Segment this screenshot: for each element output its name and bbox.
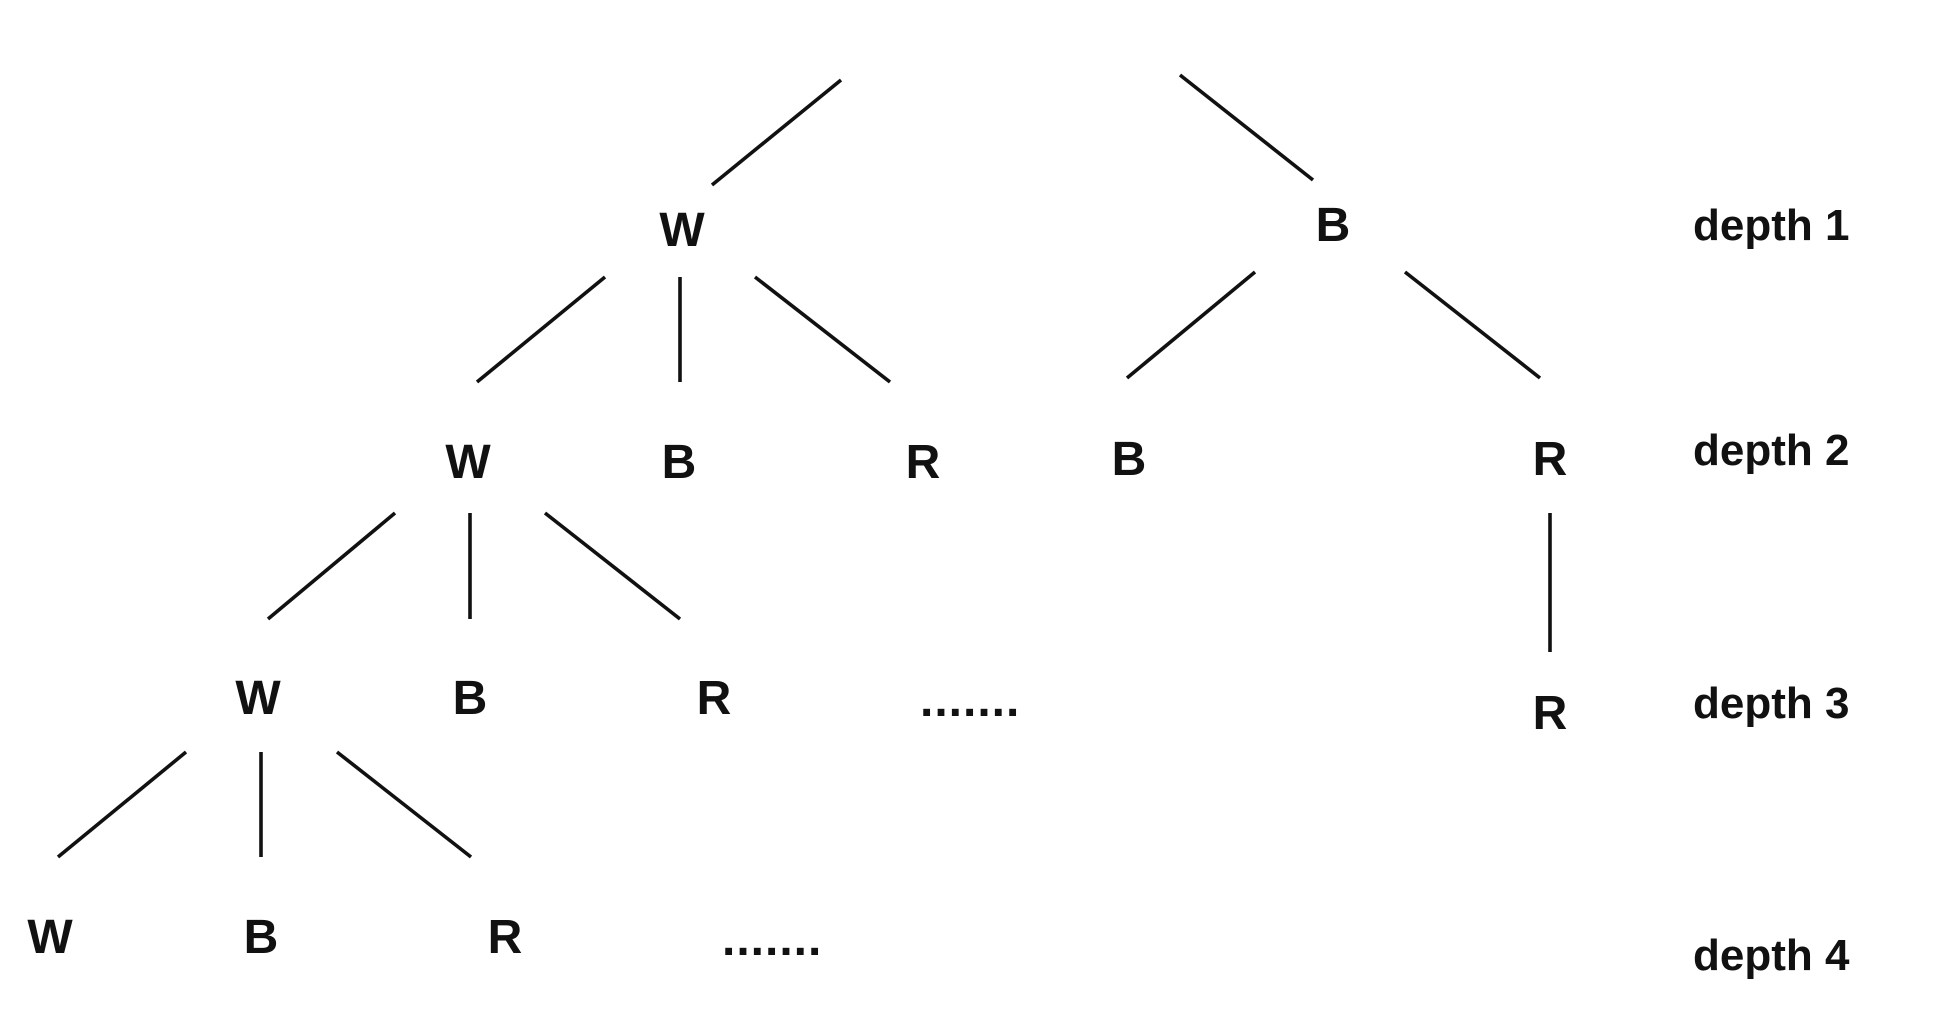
node-d4-w: W xyxy=(27,911,73,964)
edge-root-b xyxy=(1178,73,1315,182)
edge-d1w-d2r xyxy=(753,275,892,384)
edge-d3w-d4r xyxy=(335,750,473,859)
node-d2-b: B xyxy=(662,436,697,489)
ellipsis-d3: ....... xyxy=(920,674,1020,727)
node-d1-w: W xyxy=(659,204,705,257)
edge-root-w xyxy=(710,78,843,187)
node-d3-r: R xyxy=(697,672,732,725)
node-d4-r: R xyxy=(488,911,523,964)
node-d3-b: B xyxy=(453,672,488,725)
edge-d2w-d3w xyxy=(266,511,397,621)
tree-nodes: W B W B R B R W B R ....... R W B R ....… xyxy=(27,199,1567,966)
node-d1-b: B xyxy=(1316,199,1351,252)
tree-edges xyxy=(56,73,1552,859)
node-d2-r: R xyxy=(906,436,941,489)
depth-label-3: depth 3 xyxy=(1693,679,1849,728)
edge-d1b-d2r xyxy=(1403,270,1542,380)
edge-d3w-d4w xyxy=(56,750,188,859)
depth-label-2: depth 2 xyxy=(1693,426,1849,475)
node-d3-w: W xyxy=(235,672,281,725)
edge-d2w-d3r xyxy=(543,511,682,621)
edge-d1w-d2w xyxy=(475,275,607,384)
depth-label-1: depth 1 xyxy=(1693,201,1849,250)
depth-labels: depth 1 depth 2 depth 3 depth 4 xyxy=(1693,201,1850,980)
node-d2-b2: B xyxy=(1112,433,1147,486)
node-d4-b: B xyxy=(244,911,279,964)
node-d2-w: W xyxy=(445,436,491,489)
depth-label-4: depth 4 xyxy=(1693,931,1850,980)
node-d2-r2: R xyxy=(1533,433,1568,486)
ellipsis-d4: ....... xyxy=(722,913,822,966)
edge-d1b-d2b xyxy=(1125,270,1257,380)
node-d3-r2: R xyxy=(1533,687,1568,740)
